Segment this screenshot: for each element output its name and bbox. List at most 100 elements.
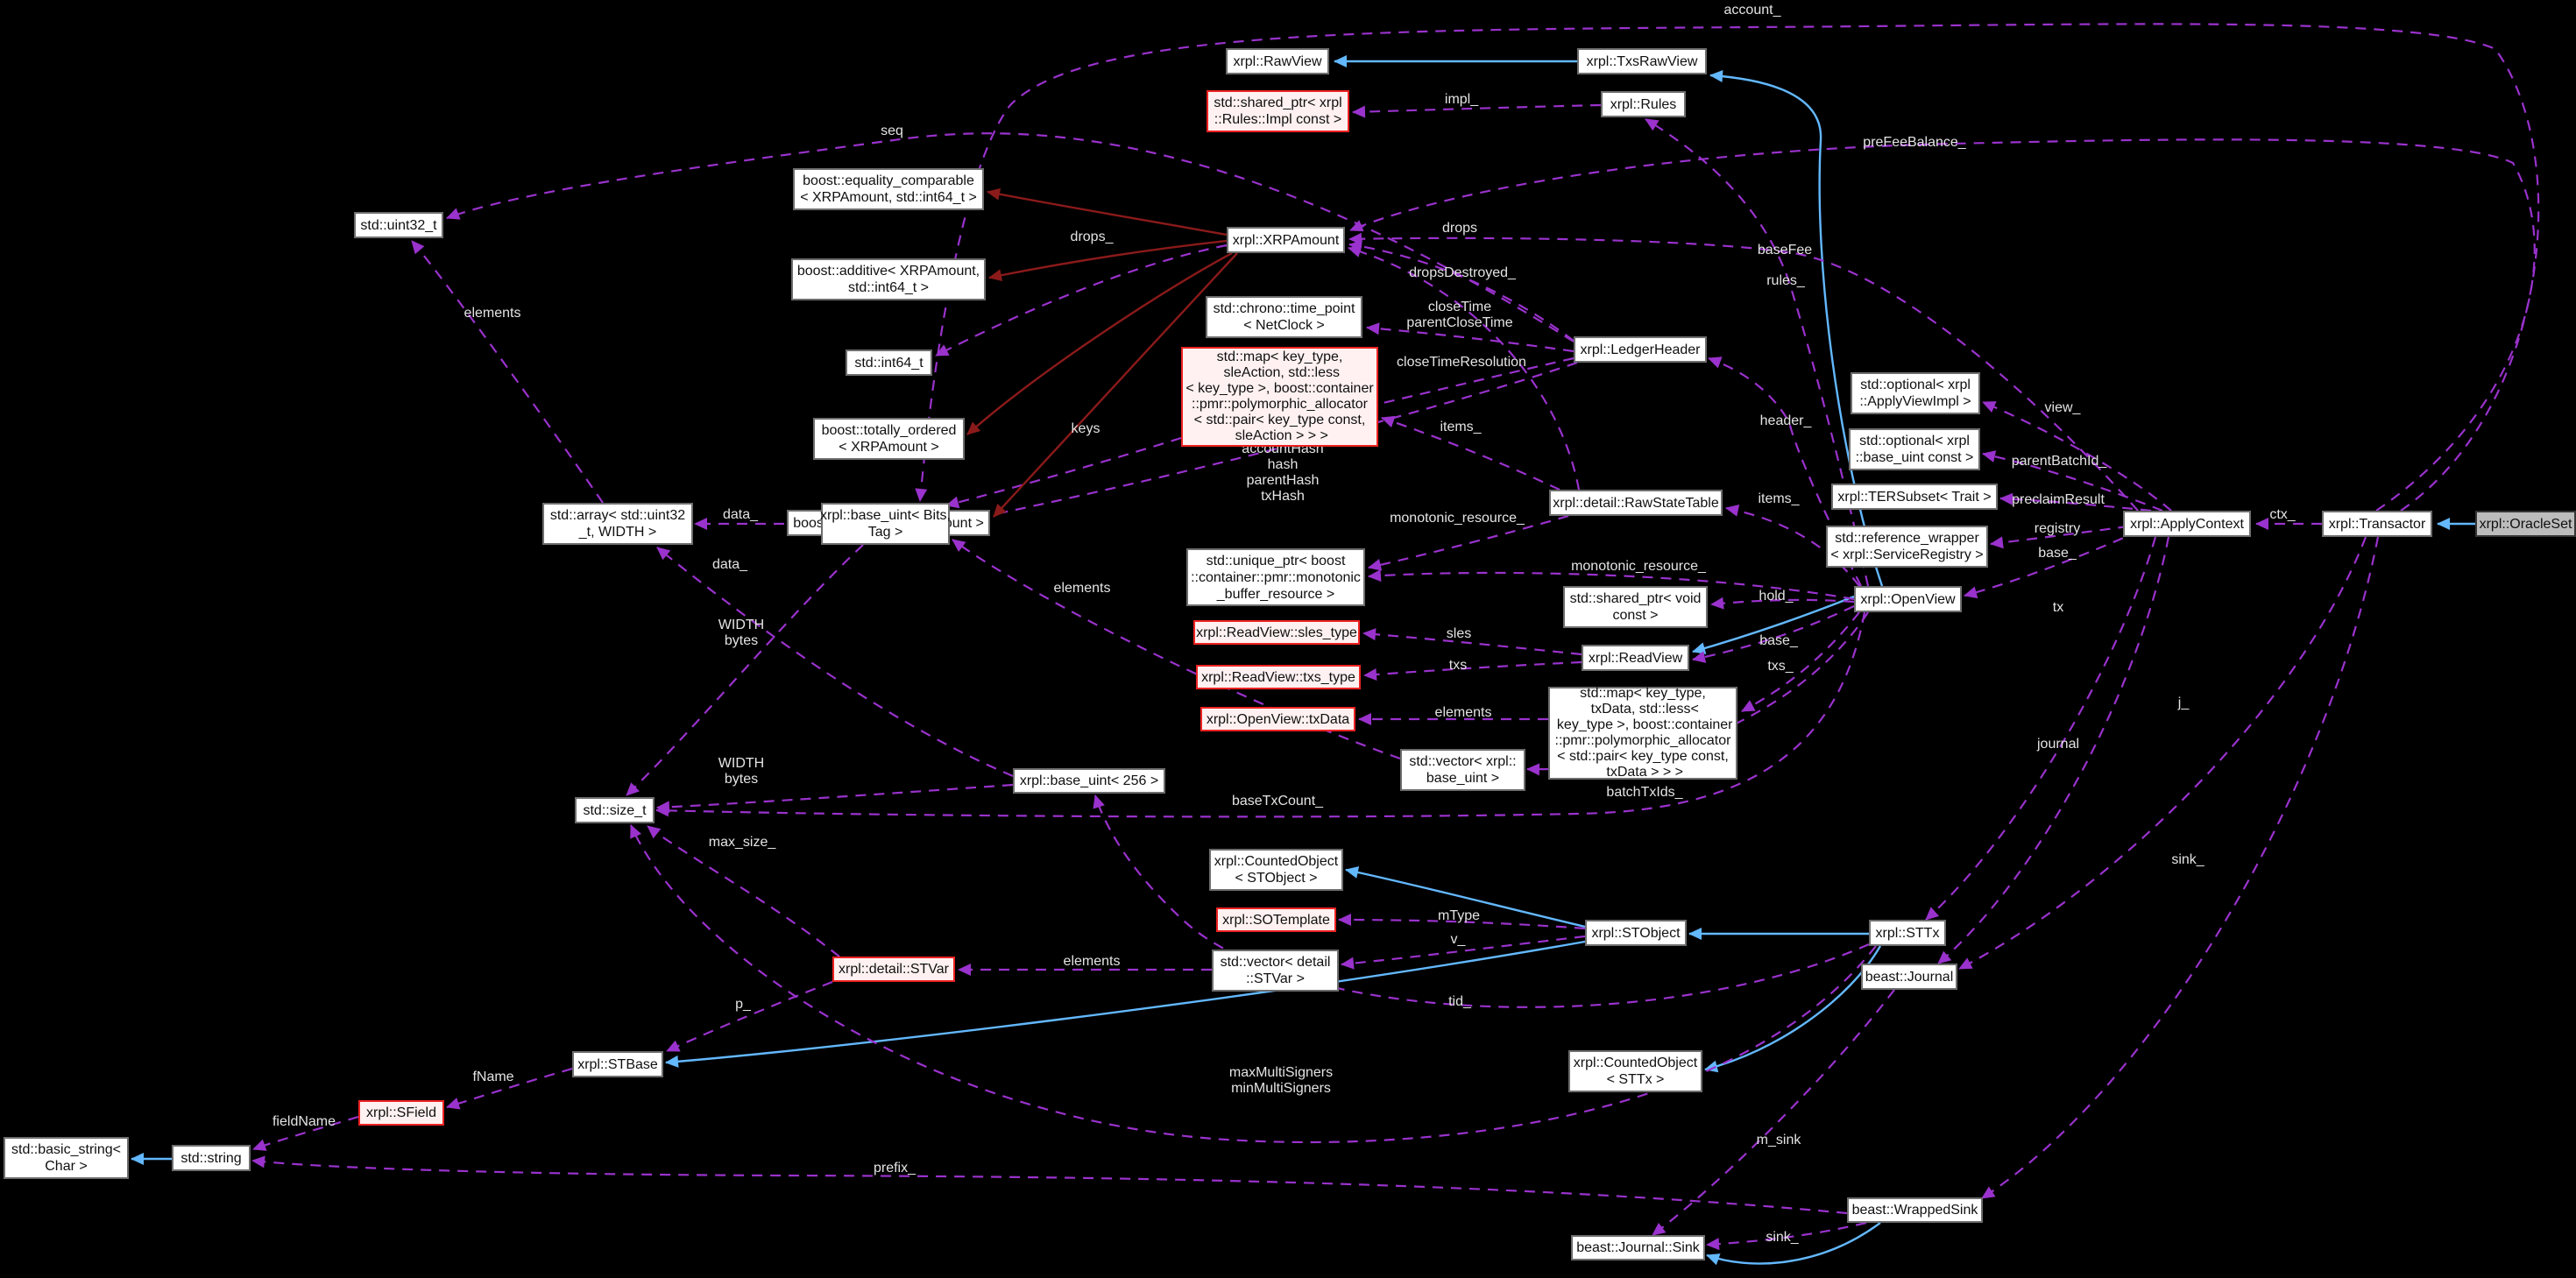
node-stbase[interactable]: xrpl::STBase <box>572 1051 663 1077</box>
node-co_stobject[interactable]: xrpl::CountedObject < STObject > <box>1209 849 1343 891</box>
node-vec_bu[interactable]: std::vector< xrpl:: base_uint > <box>1400 749 1525 791</box>
node-read_view[interactable]: xrpl::ReadView <box>1582 645 1689 671</box>
node-txs_type[interactable]: xrpl::ReadView::txs_type <box>1196 665 1361 689</box>
node-tot_ord[interactable]: boost::totally_ordered < XRPAmount > <box>813 418 965 460</box>
node-sttx[interactable]: xrpl::STTx <box>1869 920 1946 946</box>
node-base_uint256[interactable]: xrpl::base_uint< 256 > <box>1013 768 1165 794</box>
edge-label-transactor-journal: j_ <box>2177 695 2190 710</box>
node-array[interactable]: std::array< std::uint32 _t, WIDTH > <box>542 503 693 545</box>
edge-label-base_uint_bt-size_t: WIDTH bytes <box>718 618 765 648</box>
edge-label-ledger_header-time_point: closeTime parentCloseTime <box>1406 300 1513 330</box>
node-transactor[interactable]: xrpl::Transactor <box>2322 511 2432 537</box>
node-sp_void[interactable]: std::shared_ptr< void const > <box>1563 586 1708 628</box>
node-wrapped_sink[interactable]: beast::WrappedSink <box>1847 1197 1983 1223</box>
node-txs_raw_view[interactable]: xrpl::TxsRawView <box>1577 48 1707 74</box>
node-unique_ptr[interactable]: std::unique_ptr< boost ::container::pmr:… <box>1186 548 1365 606</box>
node-journal[interactable]: beast::Journal <box>1861 964 1957 990</box>
node-int64[interactable]: std::int64_t <box>846 350 932 376</box>
node-rules[interactable]: xrpl::Rules <box>1601 91 1686 117</box>
node-xrp_amount[interactable]: xrpl::XRPAmount <box>1227 227 1345 253</box>
edge-label-ledger_header-xrp_amount: drops <box>1441 221 1478 236</box>
edge-label-apply_context-opt_bu: parentBatchId_ <box>2011 454 2107 469</box>
node-open_view[interactable]: xrpl::OpenView <box>1854 586 1962 612</box>
edge-label-map_txdata-ov_txdata: elements <box>1434 705 1492 720</box>
node-std_string[interactable]: std::string <box>172 1145 251 1171</box>
node-ref_wrap[interactable]: std::reference_wrapper < xrpl::ServiceRe… <box>1826 526 1988 568</box>
edge-label-base_uint256-array: data_ <box>711 557 748 572</box>
node-ledger_header[interactable]: xrpl::LedgerHeader <box>1574 336 1707 363</box>
node-stvar[interactable]: xrpl::detail::STVar <box>832 957 955 982</box>
node-stobject[interactable]: xrpl::STObject <box>1585 920 1687 946</box>
edge-label-raw_state_table-map_sle: items_ <box>1440 420 1482 434</box>
edge-label-ledger_header-uint32: seq <box>881 124 903 138</box>
edge-apply_context-to-opt_avi <box>1982 400 2172 512</box>
node-sles_type[interactable]: xrpl::ReadView::sles_type <box>1193 620 1360 645</box>
edge-transactor-to-base_uint_bt <box>915 23 2540 512</box>
edge-label-array-uint32: elements <box>464 306 521 321</box>
edge-raw_state_table-to-unique_ptr <box>1368 514 1569 571</box>
edge-apply_context-to-opt_bu <box>1982 450 2163 512</box>
node-base_uint_bt[interactable]: xrpl::base_uint< Bits, Tag > <box>820 503 951 545</box>
edge-label-read_view-sles_type: sles <box>1446 626 1472 641</box>
edge-label-stvar-size_t: max_size_ <box>708 835 776 850</box>
edge-label-vec_bu-base_uint_bt: elements <box>1053 581 1111 596</box>
edge-label-base_uint_bt-array: data_ <box>722 507 759 522</box>
edge-label-raw_state_table-unique_ptr: monotonic_resource_ <box>1390 511 1525 526</box>
node-uint32[interactable]: std::uint32_t <box>354 212 443 238</box>
edge-open_view-to-map_txdata <box>1741 611 1860 712</box>
edge-ledger_header-to-uint32 <box>446 132 1575 342</box>
node-apply_context[interactable]: xrpl::ApplyContext <box>2123 511 2251 537</box>
edge-wrapped_sink-to-journal_sink <box>1706 1222 1881 1266</box>
edge-label-transactor-wrapped_sink: sink_ <box>2171 852 2204 867</box>
node-ov_txdata[interactable]: xrpl::OpenView::txData <box>1200 707 1355 731</box>
node-so_template[interactable]: xrpl::SOTemplate <box>1216 907 1336 932</box>
edge-open_view-to-read_view <box>1692 605 1855 663</box>
node-raw_state_table[interactable]: xrpl::detail::RawStateTable <box>1549 490 1723 516</box>
node-co_sttx[interactable]: xrpl::CountedObject < STTx > <box>1568 1050 1702 1092</box>
node-sfield[interactable]: xrpl::SField <box>358 1100 444 1126</box>
edge-label-sttx-base_uint256: tid_ <box>1448 994 1471 1009</box>
edge-journal-to-journal_sink <box>1652 989 1895 1236</box>
node-basic_string[interactable]: std::basic_string< Char > <box>4 1137 129 1179</box>
edge-base_uint256-to-size_t <box>656 783 1014 814</box>
node-journal_sink[interactable]: beast::Journal::Sink <box>1571 1235 1705 1260</box>
node-opt_avi[interactable]: std::optional< xrpl ::ApplyViewImpl > <box>1851 372 1980 414</box>
edge-label-rules-sp_rules_impl: impl_ <box>1444 92 1479 107</box>
edge-open_view-to-txs_raw_view <box>1709 69 1884 587</box>
edge-label-open_view-unique_ptr: monotonic_resource_ <box>1571 559 1706 574</box>
node-ter_subset[interactable]: xrpl::TERSubset< Trait > <box>1831 484 1998 510</box>
edge-label-apply_context-sttx: tx <box>2052 600 2064 615</box>
edge-label-open_view-rules: rules_ <box>1766 273 1805 288</box>
edge-label-open_view-ledger_header: header_ <box>1759 413 1812 428</box>
edge-label-map_sle-base_uint_bt: keys <box>1071 421 1100 436</box>
edge-transactor-to-journal <box>1958 536 2367 970</box>
node-additive64[interactable]: boost::additive< XRPAmount, std::int64_t… <box>791 258 986 300</box>
node-opt_bu[interactable]: std::optional< xrpl ::base_uint const > <box>1849 428 1980 470</box>
node-map_txdata[interactable]: std::map< key_type, txData, std::less< k… <box>1548 686 1737 780</box>
edge-label-journal-journal_sink: m_sink <box>1756 1133 1801 1147</box>
edge-base_uint_bt-to-size_t <box>626 544 864 796</box>
node-time_point[interactable]: std::chrono::time_point < NetClock > <box>1206 296 1362 338</box>
edge-raw_state_table-to-xrp_amount <box>1348 245 1581 491</box>
edge-map_sle-to-base_uint_bt <box>945 436 1182 509</box>
node-vec_stvar[interactable]: std::vector< detail ::STVar > <box>1212 950 1339 992</box>
edge-apply_context-to-xrp_amount <box>1348 232 2139 512</box>
node-size_t[interactable]: std::size_t <box>575 797 655 823</box>
edge-xrp_amount-to-additive_x <box>993 252 1238 518</box>
edge-raw_state_table-to-map_sle <box>1381 415 1560 491</box>
node-eq_comp[interactable]: boost::equality_comparable < XRPAmount, … <box>793 168 984 210</box>
edge-stobject-to-stbase <box>665 940 1586 1068</box>
node-raw_view[interactable]: xrpl::RawView <box>1226 48 1329 74</box>
edge-read_view-to-sles_type <box>1362 628 1582 656</box>
node-oracle_set[interactable]: xrpl::OracleSet <box>2475 511 2576 537</box>
edge-stbase-to-sfield <box>446 1067 573 1110</box>
edge-label-transactor-apply_context: ctx_ <box>2269 507 2296 522</box>
edge-label-apply_context-xrp_amount: baseFee <box>1757 243 1813 258</box>
edge-read_view-to-txs_type <box>1363 660 1582 681</box>
edge-label-stvar-stbase: p_ <box>735 997 751 1012</box>
node-map_sle[interactable]: std::map< key_type, sleAction, std::less… <box>1181 347 1378 447</box>
edge-label-sfield-std_string: fieldName <box>272 1114 336 1129</box>
node-sp_rules_impl[interactable]: std::shared_ptr< xrpl ::Rules::Impl cons… <box>1207 90 1349 132</box>
edge-base_uint256-to-array <box>656 547 1014 778</box>
